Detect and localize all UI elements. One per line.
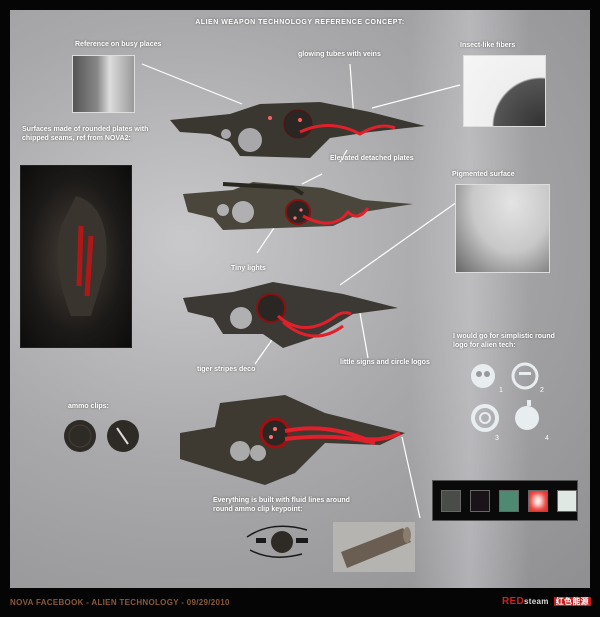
svg-text:3: 3 [495,435,499,442]
logo-3-icon [471,404,499,432]
label-fluid-lines: Everything is built with fluid lines aro… [213,497,350,513]
label-elevated-plates: Elevated detached plates [330,155,414,162]
alien-logo-set: 1 2 3 4 [471,362,549,442]
color-swatch [470,490,490,512]
color-swatch [441,490,461,512]
reference-image-insect-fibers [463,55,546,127]
footer-caption: NOVA FACEBOOK - ALIEN TECHNOLOGY - 09/29… [10,598,230,607]
logo-number: 1 [499,387,503,394]
label-insect-fibers: Insect-like fibers [460,42,516,49]
logo-2-icon [511,362,539,390]
color-swatch [499,490,519,512]
concept-sheet: ALIEN WEAPON TECHNOLOGY REFERENCE CONCEP… [10,10,590,588]
weapon-concept-1 [170,102,425,158]
label-tiger-stripes: tiger stripes deco [197,366,256,373]
sheet-title: ALIEN WEAPON TECHNOLOGY REFERENCE CONCEP… [195,19,405,26]
label-ammo-clips: ammo clips: [68,403,109,410]
svg-text:2: 2 [540,387,544,394]
label-signs-logos: little signs and circle logos [340,359,430,366]
logo-4-icon [515,400,539,430]
svg-text:4: 4 [545,435,549,442]
logo-1-icon [471,364,495,388]
label-pigmented-surface: Pigmented surface [452,171,515,178]
reference-image-nova2-creature [20,165,132,348]
weapon-concept-4 [180,395,405,485]
reference-image-ammo-tube [333,522,415,572]
color-palette [432,480,578,521]
color-swatch [557,490,577,512]
ammo-clip-flow-sketch [246,525,308,558]
label-tiny-lights: Tiny lights [231,265,266,272]
label-busy-places: Reference on busy places [75,41,162,48]
reference-image-busy-places [72,55,135,113]
redsteam-logo: REDsteam 红色能源 [502,596,591,607]
ammo-clips [64,420,139,452]
weapon-concept-2 [183,182,413,230]
weapon-concept-3 [183,282,398,348]
color-swatch [528,490,548,512]
label-glowing-tubes: glowing tubes with veins [298,51,381,58]
reference-image-pigmented-surface [455,184,550,273]
